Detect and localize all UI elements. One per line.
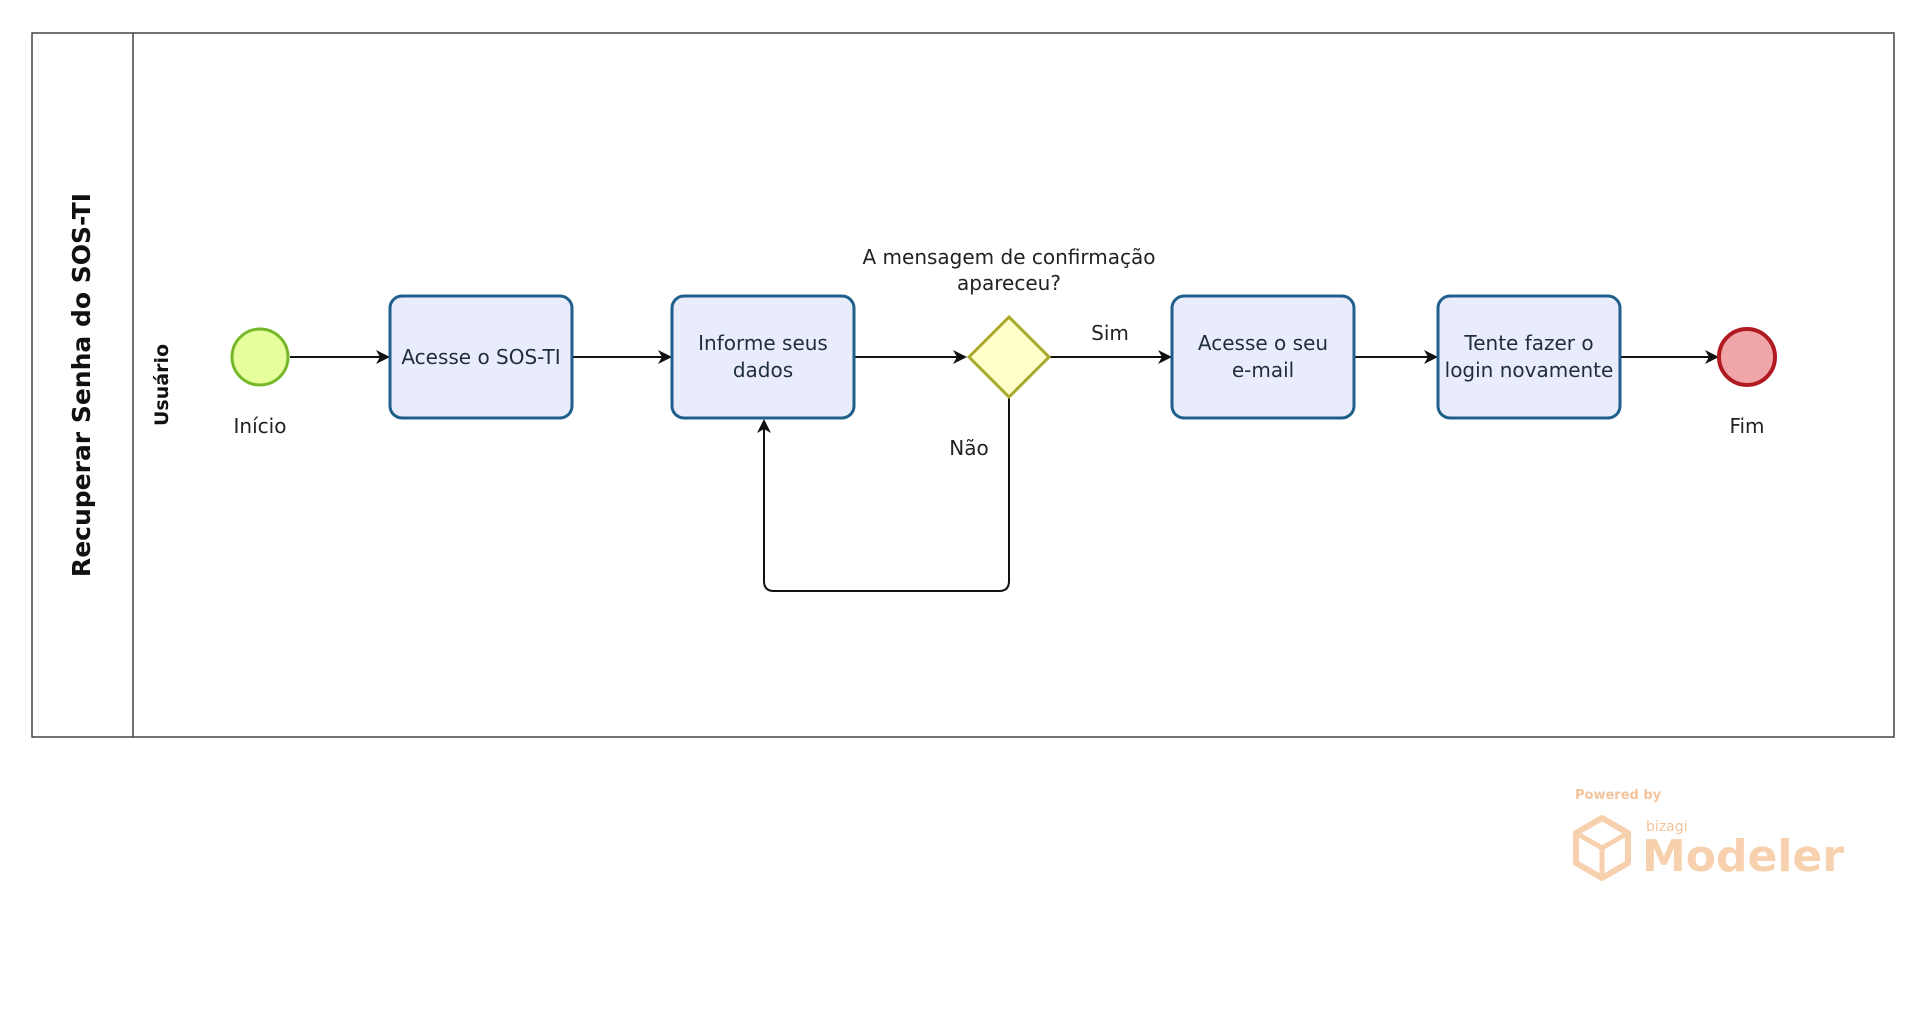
lane-title: Usuário xyxy=(151,344,173,426)
flow-gateway-no-loop xyxy=(757,398,1010,592)
exclusive-gateway[interactable] xyxy=(966,314,1052,400)
pool-title: Recuperar Senha do SOS-TI xyxy=(67,193,96,577)
gateway-no-label: Não xyxy=(949,436,988,460)
end-event[interactable] xyxy=(1717,327,1777,387)
task-informe-dados[interactable]: Informe seus dados xyxy=(670,294,856,420)
task-acesse-sos-ti[interactable]: Acesse o SOS-TI xyxy=(388,294,574,420)
gateway-question-line-2: apareceu? xyxy=(957,271,1061,295)
start-event-label: Início xyxy=(234,414,287,438)
sequence-flows xyxy=(290,350,1719,592)
end-event-label: Fim xyxy=(1729,414,1764,438)
gateway-question-line-1: A mensagem de confirmação xyxy=(863,245,1156,269)
task-label-line-2: dados xyxy=(733,358,793,382)
bizagi-watermark: Powered by bizagi Modeler xyxy=(1573,788,1844,882)
task-tente-login[interactable]: Tente fazer o login novamente xyxy=(1436,294,1622,420)
start-event[interactable] xyxy=(230,327,290,387)
task-label: Acesse o SOS-TI xyxy=(401,345,560,369)
task-acesse-email[interactable]: Acesse o seu e-mail xyxy=(1170,294,1356,420)
task-label-line-2: e-mail xyxy=(1232,358,1294,382)
task-label-line-2: login novamente xyxy=(1445,358,1614,382)
watermark-brand-text: bizagi xyxy=(1646,819,1687,835)
watermark-product-text: Modeler xyxy=(1642,831,1844,882)
gateway-yes-label: Sim xyxy=(1091,321,1129,345)
watermark-powered-text: Powered by xyxy=(1575,788,1662,803)
task-label-line-1: Acesse o seu xyxy=(1198,331,1328,355)
task-label-line-1: Informe seus xyxy=(698,331,828,355)
task-label-line-1: Tente fazer o xyxy=(1463,331,1593,355)
bizagi-logo-icon xyxy=(1573,815,1631,881)
